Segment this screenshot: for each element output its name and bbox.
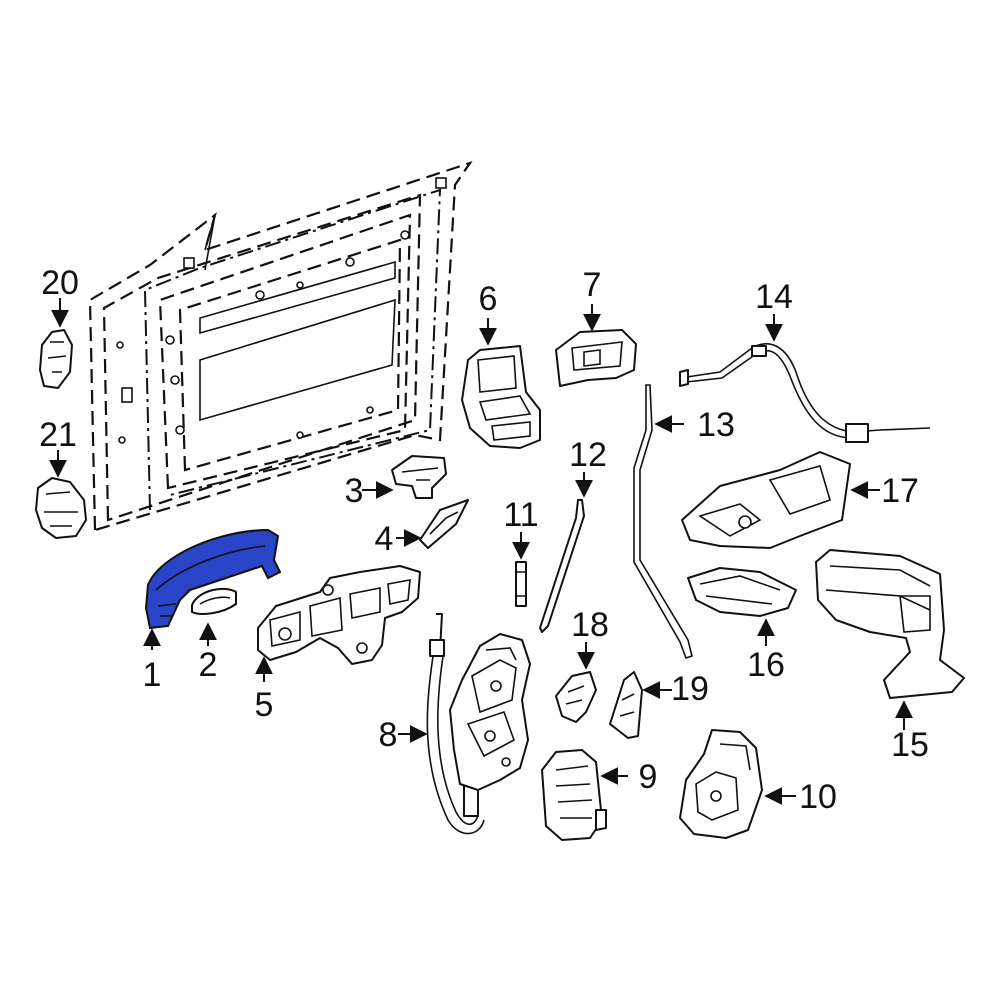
part-13-link-rod: 13	[633, 384, 735, 660]
callout-4: 4	[375, 520, 394, 558]
callout-14: 14	[755, 278, 793, 316]
callout-2: 2	[199, 646, 218, 684]
lock-actuator-assembly	[449, 633, 531, 791]
part-9-lock-plate: 9	[541, 749, 658, 841]
part-3-lock-cylinder: 3	[345, 455, 447, 510]
callout-8: 8	[379, 716, 398, 754]
part-15-trim-panel: 15	[815, 549, 965, 764]
callout-11: 11	[503, 496, 538, 534]
part-10-door-latch: 10	[679, 729, 837, 839]
part-16-latch-bracket: 16	[687, 567, 797, 684]
part-2-handle-cover: 2	[191, 587, 237, 684]
callout-6: 6	[479, 280, 498, 318]
part-4-handle-gasket: 4	[375, 499, 469, 558]
callout-15: 15	[891, 726, 929, 764]
callout-12: 12	[569, 436, 607, 474]
part-8-release-cable: 8	[379, 613, 485, 835]
callout-3: 3	[345, 472, 364, 510]
part-17-latch-cover: 17	[681, 451, 919, 549]
part-20-upper-hinge: 20	[39, 264, 79, 389]
part-1-outside-door-handle: 1	[143, 528, 282, 694]
callout-19: 19	[671, 670, 709, 708]
callout-17: 17	[881, 472, 919, 510]
highlighted-handle	[144, 528, 282, 630]
callout-7: 7	[583, 266, 602, 304]
part-19-bracket-plate: 19	[609, 670, 709, 739]
callout-9: 9	[639, 758, 658, 796]
part-21-lower-hinge: 21	[35, 416, 87, 539]
part-12-lock-rod: 12	[539, 436, 607, 633]
part-14-lock-cable: 14	[679, 278, 931, 443]
part-18-small-bracket: 18	[555, 606, 609, 723]
callout-10: 10	[799, 778, 837, 816]
callout-1: 1	[143, 656, 162, 694]
part-7-interior-bracket: 7	[555, 266, 637, 387]
callout-16: 16	[747, 646, 785, 684]
part-11-lock-pin: 11	[503, 496, 539, 607]
callout-20: 20	[41, 264, 79, 302]
callout-5: 5	[255, 686, 274, 724]
callout-18: 18	[571, 606, 609, 644]
door-shell-outline	[88, 160, 473, 532]
callout-21: 21	[39, 416, 77, 454]
part-5-handle-carrier: 5	[255, 565, 421, 724]
part-6-lock-housing: 6	[461, 280, 541, 449]
callout-13: 13	[697, 406, 735, 444]
